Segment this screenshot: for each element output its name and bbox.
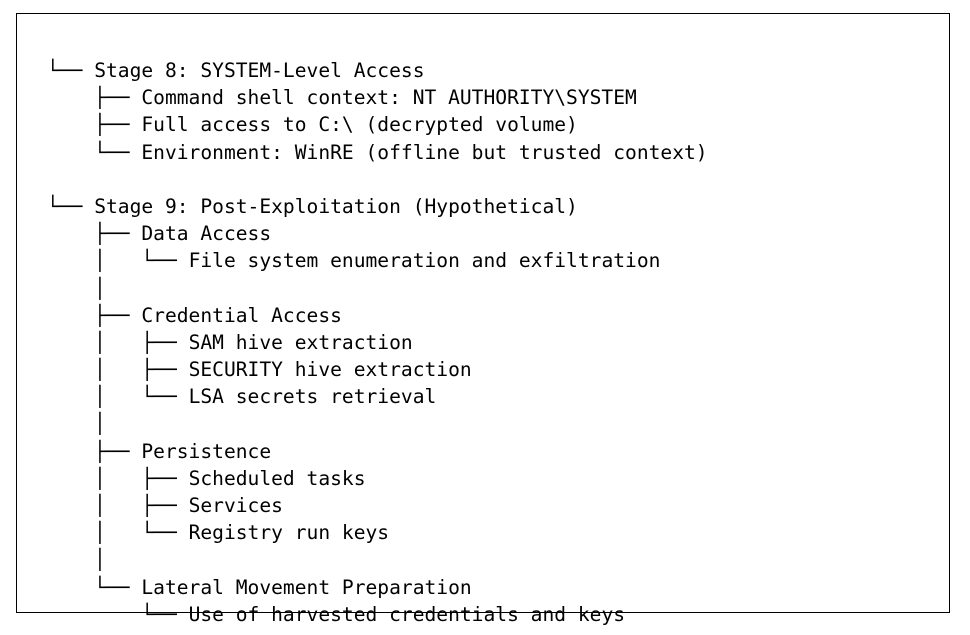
tree-line-security-hive: │ ├── SECURITY hive extraction — [47, 356, 708, 383]
tree-branch: ├── — [47, 222, 142, 246]
tree-branch: └── — [47, 194, 95, 218]
tree-line-credential-access: ├── Credential Access — [47, 302, 708, 329]
tree-branch: ├── — [47, 439, 142, 463]
node-registry-run-keys: Registry run keys — [188, 521, 390, 545]
tree-branch: ├── — [47, 303, 142, 327]
tree-line-fs-enum: │ └── File system enumeration and exfilt… — [47, 247, 708, 274]
tree-branch: │ — [47, 548, 106, 572]
node-lateral-movement: Lateral Movement Preparation — [141, 575, 472, 599]
tree-branch: │ └── — [47, 521, 189, 545]
tree-branch: │ ├── — [47, 494, 189, 517]
node-harvested-credentials: Use of harvested credentials and keys — [188, 602, 626, 626]
node-environment: Environment: WinRE (offline but trusted … — [141, 140, 708, 164]
tree-line-spacer — [47, 166, 708, 193]
node-fs-enumeration: File system enumeration and exfiltration — [188, 249, 661, 273]
tree-branch: │ ├── — [47, 466, 189, 490]
tree-line-full-access: ├── Full access to C:\ (decrypted volume… — [47, 111, 708, 138]
tree-line-shell-context: ├── Command shell context: NT AUTHORITY\… — [47, 84, 708, 111]
node-full-access: Full access to C:\ (decrypted volume) — [141, 113, 578, 137]
tree-line-lsa-secrets: │ └── LSA secrets retrieval — [47, 383, 708, 410]
stage-9-title: Stage 9: Post-Exploitation (Hypothetical… — [94, 194, 578, 218]
tree-line-harvested-credentials: └── Use of harvested credentials and key… — [47, 601, 708, 628]
node-services: Services — [188, 494, 283, 517]
diagram-frame: └── Stage 8: SYSTEM-Level Access ├── Com… — [16, 13, 950, 626]
tree-branch: │ ├── — [47, 330, 189, 354]
tree-line-services: │ ├── Services — [47, 492, 708, 519]
tree-line-persistence: ├── Persistence — [47, 438, 708, 465]
tree-line-data-access: ├── Data Access — [47, 220, 708, 247]
tree-branch: ├── — [47, 86, 142, 110]
node-data-access: Data Access — [141, 222, 272, 246]
tree-line-stage-8: └── Stage 8: SYSTEM-Level Access — [47, 57, 708, 84]
tree-line-connector: │ — [47, 410, 708, 437]
tree-branch: │ └── — [47, 385, 189, 409]
node-credential-access: Credential Access — [141, 303, 342, 327]
tree-branch: └── — [47, 575, 142, 599]
node-persistence: Persistence — [141, 439, 272, 463]
tree-branch: │ ├── — [47, 358, 189, 382]
node-shell-context: Command shell context: NT AUTHORITY\SYST… — [141, 86, 637, 110]
tree-branch: └── — [47, 140, 142, 164]
tree-branch: │ └── — [47, 249, 189, 273]
node-sam-hive: SAM hive extraction — [188, 330, 413, 354]
stage-8-title: Stage 8: SYSTEM-Level Access — [94, 59, 425, 82]
node-security-hive: SECURITY hive extraction — [188, 358, 472, 382]
tree-line-environment: └── Environment: WinRE (offline but trus… — [47, 139, 708, 166]
tree-line-stage-9: └── Stage 9: Post-Exploitation (Hypothet… — [47, 193, 708, 220]
tree-line-connector: │ — [47, 546, 708, 573]
tree-line-scheduled-tasks: │ ├── Scheduled tasks — [47, 465, 708, 492]
tree-branch: │ — [47, 276, 106, 300]
node-lsa-secrets: LSA secrets retrieval — [188, 385, 437, 409]
node-scheduled-tasks: Scheduled tasks — [188, 466, 366, 490]
tree-branch: └── — [47, 59, 95, 82]
tree-branch: └── — [47, 602, 189, 626]
tree-branch: │ — [47, 412, 106, 436]
tree-line-connector: │ — [47, 275, 708, 302]
tree-branch: ├── — [47, 113, 142, 137]
tree-line-lateral-movement: └── Lateral Movement Preparation — [47, 574, 708, 601]
tree-line-registry-run-keys: │ └── Registry run keys — [47, 519, 708, 546]
attack-stage-tree: └── Stage 8: SYSTEM-Level Access ├── Com… — [47, 57, 708, 628]
tree-line-sam-hive: │ ├── SAM hive extraction — [47, 329, 708, 356]
